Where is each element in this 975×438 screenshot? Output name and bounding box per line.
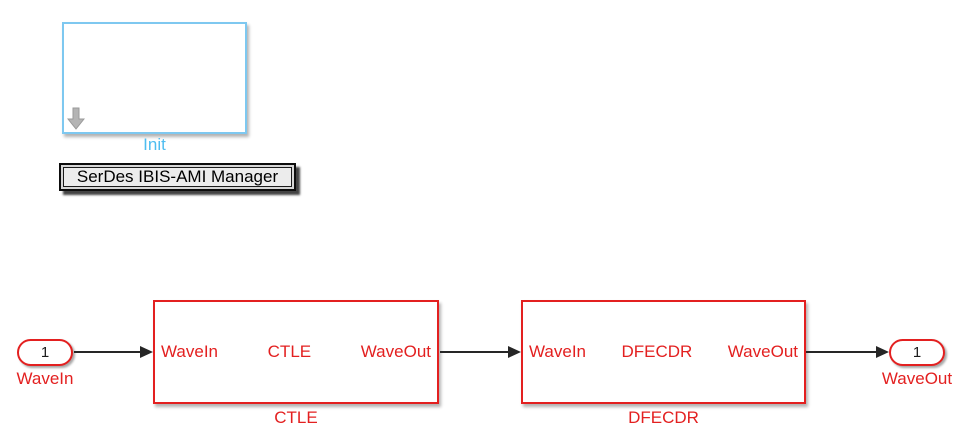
arrowhead-icon [876, 346, 889, 358]
arrowhead-icon [508, 346, 521, 358]
ctle-block-label: CTLE [274, 408, 318, 427]
ctle-block[interactable]: WaveIn CTLE WaveOut [153, 300, 439, 404]
dfecdr-block-label: DFECDR [628, 408, 699, 427]
dfecdr-block-name: DFECDR [621, 342, 693, 361]
init-block-label: Init [143, 135, 166, 154]
inport-number: 1 [40, 344, 50, 361]
dfecdr-block[interactable]: WaveIn DFECDR WaveOut [521, 300, 806, 404]
init-subsystem-block[interactable] [62, 22, 247, 134]
ctle-port-wavein: WaveIn [161, 342, 219, 361]
signal-wire-dfecdr-to-out[interactable] [806, 351, 877, 353]
ctle-port-waveout: WaveOut [360, 342, 431, 361]
wavein-inport-label: WaveIn [16, 369, 74, 388]
signal-wire-in-to-ctle[interactable] [74, 351, 141, 353]
dfecdr-port-wavein: WaveIn [529, 342, 587, 361]
down-arrow-icon [67, 107, 85, 130]
dfecdr-port-waveout: WaveOut [727, 342, 798, 361]
signal-wire-ctle-to-dfecdr[interactable] [440, 351, 509, 353]
serdes-ibis-ami-manager-button[interactable]: SerDes IBIS-AMI Manager [59, 163, 296, 191]
waveout-outport-label: WaveOut [881, 369, 953, 388]
arrowhead-icon [140, 346, 153, 358]
wavein-inport[interactable]: 1 [17, 339, 73, 366]
outport-number: 1 [912, 344, 922, 361]
serdes-ibis-ami-manager-button-label: SerDes IBIS-AMI Manager [63, 167, 292, 187]
waveout-outport[interactable]: 1 [889, 339, 945, 366]
ctle-block-name: CTLE [267, 342, 312, 361]
